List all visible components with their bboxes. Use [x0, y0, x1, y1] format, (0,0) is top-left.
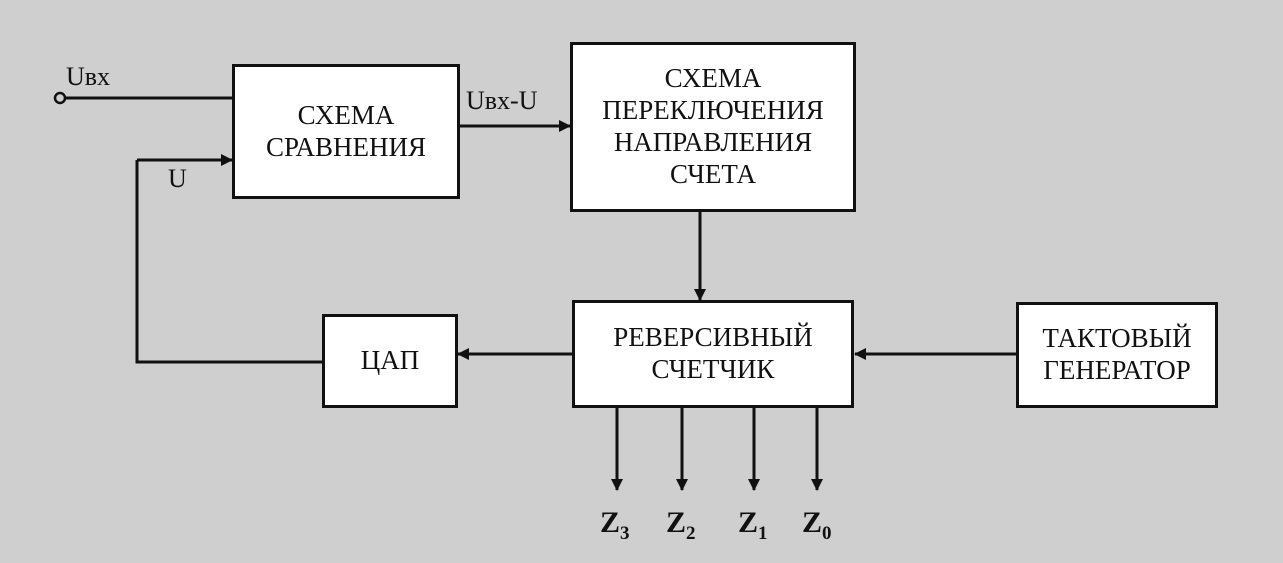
reversible-counter-block: РЕВЕРСИВНЫЙ СЧЕТЧИК [572, 300, 854, 408]
reversible-counter-label: РЕВЕРСИВНЫЙ СЧЕТЧИК [613, 322, 813, 384]
dac-label: ЦАП [360, 345, 420, 376]
output-label-z2: Z2 [666, 506, 696, 544]
direction-switch-block: СХЕМА ПЕРЕКЛЮЧЕНИЯ НАПРАВЛЕНИЯ СЧЕТА [570, 42, 856, 212]
feedback-signal-label: U [168, 164, 187, 193]
clock-generator-block: ТАКТОВЫЙ ГЕНЕРАТОР [1016, 302, 1218, 408]
dac-block: ЦАП [322, 314, 458, 408]
input-signal-label: Uвх [66, 62, 111, 91]
comparator-block: СХЕМА СРАВНЕНИЯ [232, 64, 460, 199]
output-label-z1: Z1 [738, 506, 768, 544]
difference-signal-label: Uвх-U [466, 86, 538, 115]
input-terminal [53, 91, 67, 105]
comparator-label: СХЕМА СРАВНЕНИЯ [265, 99, 427, 162]
clock-generator-label: ТАКТОВЫЙ ГЕНЕРАТОР [1042, 323, 1192, 385]
feedback-line [135, 160, 322, 364]
direction-switch-label: СХЕМА ПЕРЕКЛЮЧЕНИЯ НАПРАВЛЕНИЯ СЧЕТА [602, 63, 824, 189]
output-label-z3: Z3 [600, 506, 630, 544]
output-label-z0: Z0 [802, 506, 832, 544]
